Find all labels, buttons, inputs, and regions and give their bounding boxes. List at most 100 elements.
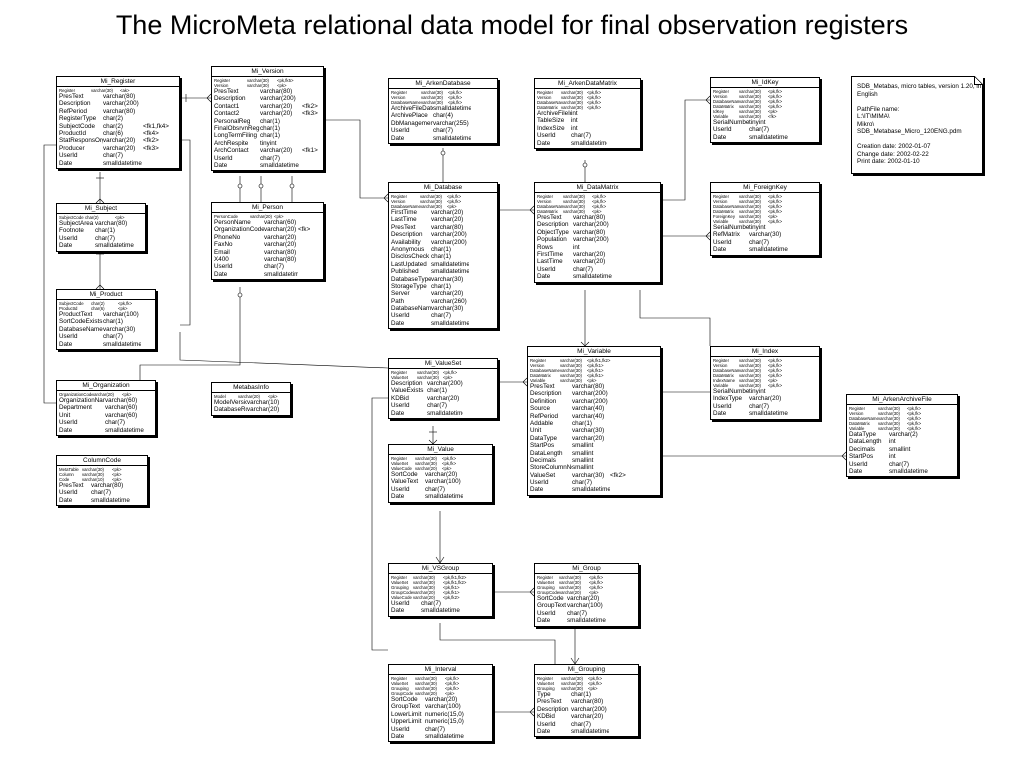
attribute-type: varchar(100) <box>103 311 139 318</box>
attribute-key <box>469 253 495 260</box>
attribute-key <box>610 390 658 397</box>
attribute-type: smallint <box>572 449 594 457</box>
attribute-name: Register <box>537 575 554 580</box>
attribute-key <box>143 115 177 122</box>
attribute-name: DatabaseName <box>713 204 739 209</box>
attribute-name: ProductId <box>59 306 78 311</box>
attribute-name: ArchContact <box>214 147 249 155</box>
attribute-type: smalldatetime <box>573 273 612 281</box>
attribute-type: smalldatetime <box>433 105 471 112</box>
attribute-key <box>137 235 143 242</box>
attribute-name: Date <box>849 467 863 475</box>
entity-title: Mi_ArkenDataMatrix <box>535 79 640 89</box>
attribute-key: <pk,fk> <box>768 199 783 204</box>
attribute-name: Date <box>214 161 228 169</box>
attribute-key <box>141 311 153 318</box>
attribute-name: Register <box>214 78 231 83</box>
attribute-name: Department <box>59 404 92 412</box>
attribute-name: UserId <box>59 152 78 160</box>
entity-title: Mi_Database <box>389 183 497 193</box>
attribute-name: Grouping <box>537 585 555 590</box>
attribute-key <box>133 489 145 496</box>
attribute-type: varchar(20) <box>425 696 458 703</box>
attribute-name: SortCodeExists <box>59 318 103 326</box>
attribute-key <box>141 333 153 340</box>
attribute-type: smalldatetime <box>433 134 471 142</box>
attribute-type: varchar(30) <box>739 373 761 378</box>
attribute-type: varchar(30) <box>413 580 435 585</box>
attribute-type: smalldatetime <box>749 246 788 254</box>
attribute-key: <fk1,fk4> <box>143 122 169 130</box>
attribute-name: LowerLimit <box>391 710 422 718</box>
attribute-key <box>469 216 495 223</box>
attribute-name: Variable <box>713 219 729 224</box>
attribute-type: char(7) <box>749 238 769 246</box>
attribute-key <box>469 261 495 268</box>
attribute-key: <pk,fk> <box>592 199 607 204</box>
attribute-name: UserId <box>214 154 233 162</box>
attribute-key <box>610 486 658 493</box>
entity-title: Mi_ArkenDatabase <box>389 79 497 89</box>
attribute-name: DatabaseName <box>59 325 103 333</box>
attribute-key: <fk3> <box>143 144 159 152</box>
attribute-key: <pk> <box>447 204 457 209</box>
attribute-type: varchar(30) <box>560 363 582 368</box>
attribute-type: varchar(30) <box>563 204 585 209</box>
attribute-key <box>302 125 321 132</box>
attribute-key <box>609 698 636 705</box>
attribute-type: varchar(80) <box>95 220 128 227</box>
attribute-type: varchar(20) <box>559 590 581 595</box>
attribute-name: UserId <box>391 402 410 410</box>
slide-title: The MicroMeta relational data model for … <box>115 10 909 40</box>
attribute-key: <pk,fk> <box>907 426 922 431</box>
attribute-name: Addable <box>530 419 554 427</box>
attribute-name: UserId <box>59 489 78 497</box>
attribute-type: char(2) <box>85 215 99 220</box>
attribute-key: <pk> <box>587 378 597 383</box>
attribute-name: Date <box>391 319 405 327</box>
attribute-type: smalldatetime <box>889 467 928 475</box>
attribute-key: <pk,fk> <box>768 383 783 388</box>
attribute-name: PersonName <box>214 219 251 226</box>
attribute-key: <pk> <box>118 306 128 311</box>
attribute-key <box>929 446 955 453</box>
attribute-type: varchar(20) <box>413 590 435 595</box>
attribute-type: varchar(80) <box>573 214 606 221</box>
attribute-type: varchar(30) <box>739 104 761 109</box>
attribute-type: smalldatetime <box>425 493 463 501</box>
attribute-type: varchar(20) <box>572 434 605 442</box>
attribute-name: Availability <box>391 238 421 246</box>
attribute-type: int <box>889 453 896 461</box>
attribute-name: Date <box>59 340 73 348</box>
attribute-name: Date <box>537 139 551 147</box>
note-line: Mikro\ <box>857 120 875 128</box>
